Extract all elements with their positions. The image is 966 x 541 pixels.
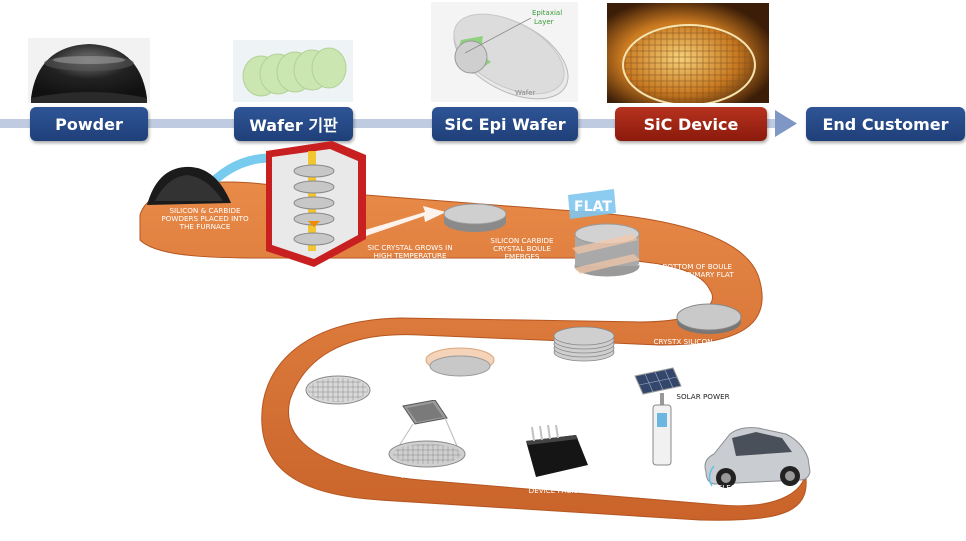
step-powder-label: Powder <box>55 114 123 134</box>
charging-station-icon <box>652 393 672 466</box>
label-wafer-dicing: WAFER DICING <box>400 471 454 480</box>
electric-vehicle-icon <box>704 427 811 488</box>
step-sic-device: SiC Device <box>615 107 767 141</box>
label-device-packaging: DEVICE PACKAGING <box>528 486 600 495</box>
epitaxy-wafer-icon <box>425 347 495 377</box>
step-end-customer: End Customer <box>806 107 965 141</box>
epi-wafer-illustration: Epitaxial Layer Wafer <box>431 2 578 102</box>
step-wafer-label: Wafer 기판 <box>249 116 338 135</box>
label-crystal-grows: SiC CRYSTAL GROWS IN HIGH TEMPERATURE FU… <box>367 243 453 268</box>
flat-tag-text: FLAT <box>574 199 612 215</box>
wafer-substrate-photo <box>233 40 353 102</box>
flat-tag-icon: FLAT <box>568 189 616 219</box>
label-powders: SILICON & CARBIDE POWDERS PLACED INTO TH… <box>161 206 249 231</box>
label-device-fabrication: DEVICE FABRICATION <box>300 407 348 424</box>
label-crystx: CRYSTX SILICON CARBIDE <box>653 337 713 354</box>
label-solar-power: SOLAR POWER <box>676 392 730 401</box>
powder-photo <box>28 38 150 103</box>
powder-pile-icon <box>147 166 231 205</box>
step-epi-wafer-label: SiC Epi Wafer <box>444 114 566 134</box>
crystx-wafer-icon <box>676 303 742 334</box>
solar-panel-icon <box>634 367 682 395</box>
wafer-stack-icon <box>553 326 615 362</box>
label-top-bottom: TOP & BOTTOM OF BOULE REMOVED & PRIMARY … <box>636 262 734 287</box>
step-wafer: Wafer 기판 <box>234 107 353 141</box>
trimmed-boule-icon <box>572 223 640 277</box>
epitaxial-layer-label: Epitaxial <box>532 9 562 17</box>
epitaxial-layer-label-2: Layer <box>534 18 554 26</box>
step-epi-wafer: SiC Epi Wafer <box>432 107 578 141</box>
step-end-customer-label: End Customer <box>822 114 949 134</box>
label-wafer-slicing: WAFER SLICING <box>553 367 611 376</box>
wafer-label: Wafer <box>515 89 536 97</box>
furnace-icon <box>266 141 366 267</box>
sic-device-photo <box>607 3 769 103</box>
flow-arrow <box>0 110 797 137</box>
label-boule-emerges: SILICON CARBIDE CRYSTAL BOULE EMERGES <box>490 236 554 261</box>
wafer-dicing-icon <box>388 400 466 468</box>
label-electric-vehicles: ELECTRIC VEHICLES <box>717 483 753 500</box>
label-charging-station: CHARGING STATION <box>641 468 681 485</box>
device-package-icon <box>526 425 588 477</box>
fabricated-wafer-icon <box>305 375 371 405</box>
label-epitaxy: EPITAXY <box>451 383 481 392</box>
step-sic-device-label: SiC Device <box>643 114 739 134</box>
step-powder: Powder <box>30 107 148 141</box>
boule-icon <box>443 203 507 232</box>
